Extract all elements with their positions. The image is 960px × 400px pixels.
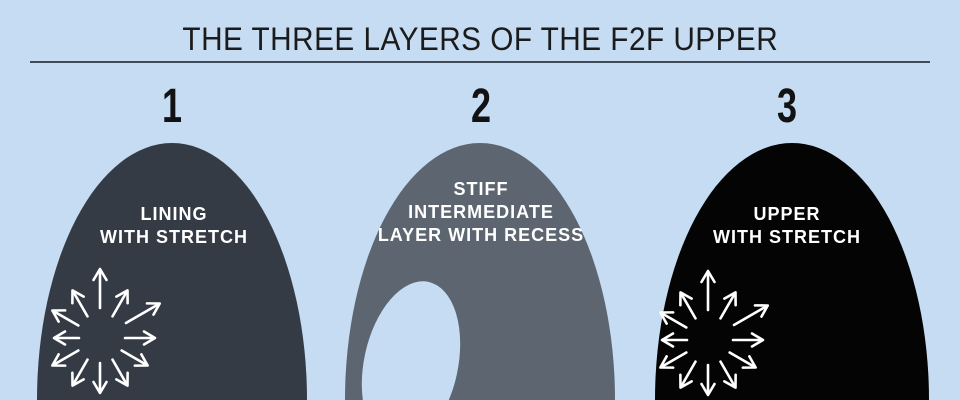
layer1-label-line: WITH STRETCH [100, 227, 248, 247]
layer3-shape [655, 143, 929, 400]
layer2-number: 2 [470, 80, 492, 133]
layer3-label-line: WITH STRETCH [713, 227, 861, 247]
layer1-label: LINING WITH STRETCH [14, 203, 334, 249]
layer1-label-line: LINING [140, 204, 208, 224]
layer1-number: 1 [161, 80, 183, 133]
layer2-label-line: LAYER WITH RECESS [377, 225, 585, 245]
page-title-text: THE THREE LAYERS OF THE F2F UPPER [182, 21, 778, 57]
page-title: THE THREE LAYERS OF THE F2F UPPER [0, 21, 960, 57]
layer2-label-line: INTERMEDIATE [408, 202, 554, 222]
layer2-label: STIFF INTERMEDIATE LAYER WITH RECESS [321, 178, 641, 247]
layer3-label-line: UPPER [753, 204, 821, 224]
title-divider [30, 61, 930, 63]
layer3-number: 3 [776, 80, 798, 133]
layer2-recess-cutout [361, 281, 461, 400]
layer2-label-line: STIFF [453, 179, 509, 199]
layer1-shape [37, 143, 307, 400]
layer3-label: UPPER WITH STRETCH [627, 203, 947, 249]
